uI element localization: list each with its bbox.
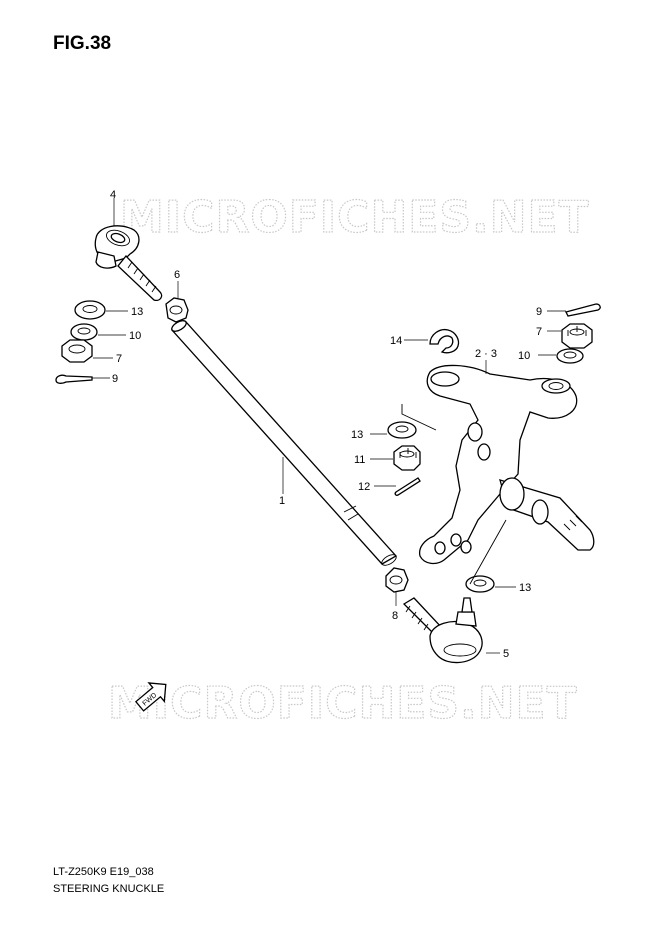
callout-5: 5: [503, 648, 509, 660]
callout-7-right: 7: [536, 326, 542, 338]
section-name: STEERING KNUCKLE: [53, 883, 165, 895]
watermark-top: MICROFICHES.NET: [120, 192, 590, 243]
figure-title: FIG.38: [53, 33, 112, 54]
callout-10-right: 10: [518, 350, 530, 362]
castle-nut-7-right: [561, 323, 593, 349]
model-code: LT-Z250K9 E19_038: [53, 866, 154, 878]
callout-6: 6: [174, 269, 180, 281]
watermark-bottom: MICROFICHES.NET: [108, 678, 578, 729]
callout-13-left: 13: [131, 306, 143, 318]
cotter-pin-9-left: [55, 374, 93, 384]
callout-13-right: 13: [519, 582, 531, 594]
cotter-pin-9-right: [565, 303, 601, 317]
cotter-pin-12: [394, 477, 421, 496]
tie-rod: [170, 320, 398, 566]
callout-11: 11: [354, 454, 365, 466]
washer-13-mid: [387, 421, 417, 439]
callout-10-left: 10: [129, 330, 141, 342]
washer-13-left: [74, 300, 106, 320]
callout-9-left: 9: [112, 373, 118, 385]
callout-1: 1: [279, 495, 285, 507]
washer-13-right: [465, 575, 495, 593]
nut-8: [385, 567, 409, 593]
callout-8: 8: [392, 610, 398, 622]
callout-7-left: 7: [116, 353, 122, 365]
tie-rod-end-right: [402, 597, 483, 664]
tie-rod-end-left: [94, 225, 163, 302]
callout-13-mid: 13: [351, 429, 363, 441]
castle-nut-11: [393, 445, 421, 471]
nut-7-left: [61, 339, 93, 363]
callout-4: 4: [110, 189, 116, 201]
callout-9-right: 9: [536, 306, 542, 318]
nut-6: [165, 297, 189, 323]
washer-10-right: [556, 348, 584, 364]
callout-2-3: 2 · 3: [475, 348, 497, 360]
callout-14: 14: [390, 335, 402, 347]
washer-10-left: [70, 323, 98, 341]
steering-knuckle: [401, 364, 595, 585]
callout-12: 12: [358, 481, 370, 493]
circlip-14: [429, 328, 460, 354]
